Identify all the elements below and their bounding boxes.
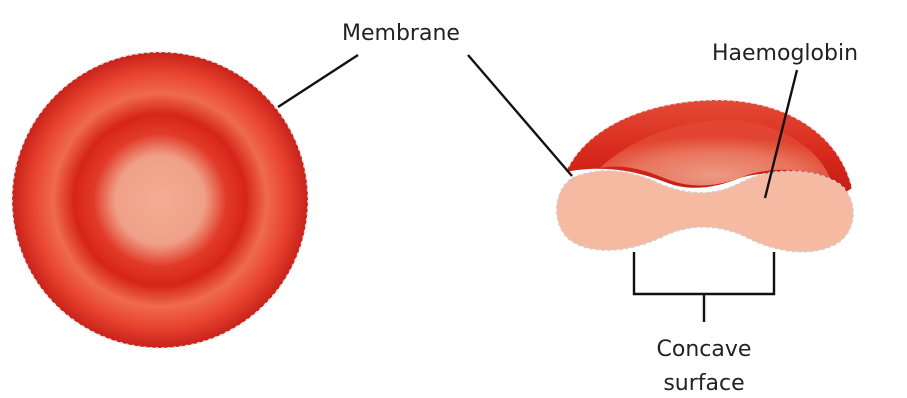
concave-surface-bracket <box>634 252 774 294</box>
rbc-face-view <box>12 52 308 348</box>
label-haemoglobin: Haemoglobin <box>712 41 858 66</box>
rbc-face-disc <box>12 52 308 348</box>
membrane-leader-left <box>278 55 358 107</box>
label-surface: surface <box>663 371 744 396</box>
label-concave: Concave <box>657 337 752 362</box>
rbc-cross-section <box>557 100 853 252</box>
label-membrane: Membrane <box>342 21 460 46</box>
membrane-leader-right <box>468 55 572 176</box>
